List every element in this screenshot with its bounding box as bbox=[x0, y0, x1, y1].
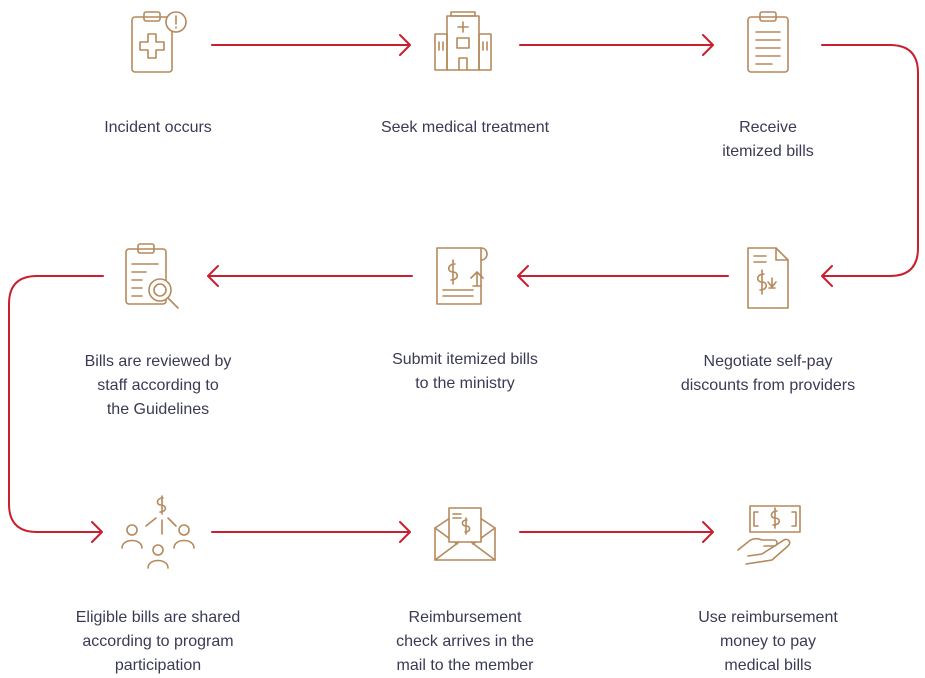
clipboard-medical-alert-icon bbox=[118, 6, 198, 86]
label-line: to the ministry bbox=[415, 375, 515, 392]
step-label-reimbursement: Reimbursement check arrives in the mail … bbox=[345, 606, 585, 678]
step-label-review: Bills are reviewed by staff according to… bbox=[38, 350, 278, 422]
label-line: medical bills bbox=[724, 657, 812, 674]
step-label-share: Eligible bills are shared according to p… bbox=[38, 606, 278, 678]
clipboard-magnifier-icon bbox=[114, 238, 194, 318]
connector-review-to-share bbox=[8, 275, 104, 543]
people-network-dollar-icon bbox=[118, 494, 198, 574]
label-line: mail to the member bbox=[396, 657, 534, 674]
arrow-share-to-reimbursement bbox=[211, 521, 411, 543]
arrow-treatment-to-receive bbox=[519, 34, 714, 56]
label-line: Submit itemized bills bbox=[392, 351, 538, 368]
arrow-incident-to-treatment bbox=[211, 34, 411, 56]
flow-arrows bbox=[8, 34, 919, 543]
connector-receive-to-negotiate bbox=[821, 44, 919, 287]
label-line: according to program bbox=[82, 633, 234, 650]
step-label-pay: Use reimbursement money to pay medical b… bbox=[648, 606, 888, 678]
label-line: Bills are reviewed by bbox=[84, 353, 232, 370]
label-line: discounts from providers bbox=[680, 377, 856, 394]
step-label-receive-bills: Receive itemized bills bbox=[648, 116, 888, 164]
label-line: money to pay bbox=[719, 633, 817, 650]
document-dollar-down-icon bbox=[728, 240, 808, 320]
step-label-treatment: Seek medical treatment bbox=[345, 116, 585, 140]
arrow-submit-to-review bbox=[207, 265, 413, 287]
label-line: Eligible bills are shared bbox=[75, 609, 241, 626]
step-label-incident: Incident occurs bbox=[38, 116, 278, 140]
hand-money-icon bbox=[732, 494, 812, 574]
label-line: staff according to bbox=[97, 377, 219, 394]
label-line: Negotiate self-pay bbox=[703, 353, 833, 370]
label-line: Seek medical treatment bbox=[380, 119, 550, 136]
envelope-check-icon bbox=[425, 494, 505, 574]
label-line: itemized bills bbox=[722, 143, 814, 160]
label-line: Reimbursement bbox=[408, 609, 522, 626]
receipt-dollar-upload-icon bbox=[423, 238, 503, 318]
label-line: check arrives in the bbox=[396, 633, 534, 650]
label-line: Receive bbox=[739, 119, 797, 136]
step-label-submit: Submit itemized bills to the ministry bbox=[345, 348, 585, 396]
arrow-negotiate-to-submit bbox=[517, 265, 729, 287]
step-label-negotiate: Negotiate self-pay discounts from provid… bbox=[648, 350, 888, 398]
label-line: Use reimbursement bbox=[698, 609, 838, 626]
label-line: Incident occurs bbox=[104, 119, 212, 136]
hospital-building-icon bbox=[423, 6, 503, 86]
label-line: the Guidelines bbox=[106, 401, 210, 418]
clipboard-bill-icon bbox=[728, 6, 808, 86]
label-line: participation bbox=[114, 657, 202, 674]
arrow-reimbursement-to-pay bbox=[519, 521, 714, 543]
